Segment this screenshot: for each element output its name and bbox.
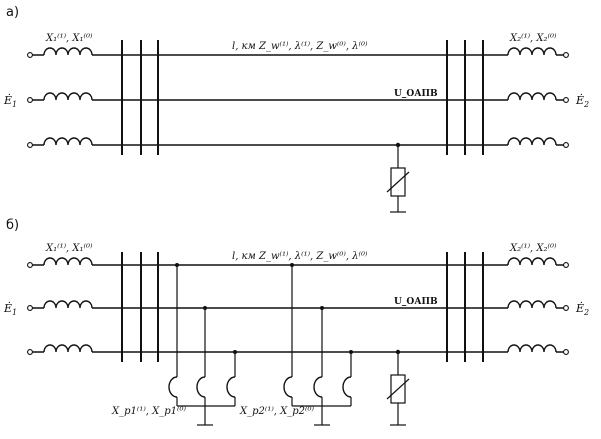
reactor-group-2 bbox=[283, 263, 353, 426]
terminal-left-c bbox=[27, 349, 33, 355]
panel-a: а) bbox=[3, 5, 589, 213]
x2-label: X₂⁽¹⁾, X₂⁽⁰⁾ bbox=[509, 33, 557, 44]
inductor-left-a bbox=[43, 256, 93, 268]
inductor-right-a bbox=[507, 256, 557, 268]
reactor-group-1 bbox=[168, 263, 237, 426]
terminal-right-c bbox=[563, 142, 569, 148]
inductor-right-b bbox=[507, 91, 557, 103]
inductor-right-a bbox=[507, 46, 557, 58]
terminal-right-a bbox=[563, 52, 569, 58]
breaker-bars-right bbox=[446, 40, 484, 155]
source-e2-label: Ė2 bbox=[575, 93, 589, 109]
arrester-a bbox=[386, 142, 410, 213]
inductor-right-c bbox=[507, 343, 557, 355]
inductor-left-b bbox=[43, 91, 93, 103]
terminal-left-c bbox=[27, 142, 33, 148]
u-oapv-label: U_ОАПВ bbox=[394, 297, 438, 307]
inductor-right-b bbox=[507, 299, 557, 311]
line-params-label: l, км Z_w⁽¹⁾, λ⁽¹⁾, Z_w⁽⁰⁾, λ⁽⁰⁾ bbox=[232, 41, 368, 52]
breaker-bars-right bbox=[446, 252, 484, 362]
panel-b: б) bbox=[3, 218, 589, 426]
source-e2-label: Ė2 bbox=[575, 301, 589, 317]
terminal-right-b bbox=[563, 305, 569, 311]
u-oapv-label: U_ОАПВ bbox=[394, 89, 438, 99]
terminal-right-c bbox=[563, 349, 569, 355]
source-e1-label: Ė1 bbox=[3, 301, 17, 317]
x2-label: X₂⁽¹⁾, X₂⁽⁰⁾ bbox=[509, 243, 557, 254]
xp2-label: X_p2⁽¹⁾, X_p2⁽⁰⁾ bbox=[239, 406, 315, 417]
arrester-b bbox=[386, 349, 410, 426]
terminal-right-a bbox=[563, 262, 569, 268]
x1-label: X₁⁽¹⁾, X₁⁽⁰⁾ bbox=[45, 33, 93, 44]
inductor-right-c bbox=[507, 136, 557, 148]
panel-a-label: а) bbox=[6, 5, 19, 20]
terminal-right-b bbox=[563, 97, 569, 103]
terminal-left-a bbox=[27, 52, 33, 58]
inductor-left-a bbox=[43, 46, 93, 58]
breaker-bars-left bbox=[121, 40, 159, 155]
inductor-left-b bbox=[43, 299, 93, 311]
terminal-left-b bbox=[27, 305, 33, 311]
line-params-label: l, км Z_w⁽¹⁾, λ⁽¹⁾, Z_w⁽⁰⁾, λ⁽⁰⁾ bbox=[232, 251, 368, 262]
xp1-label: X_p1⁽¹⁾, X_p1⁽⁰⁾ bbox=[111, 406, 187, 417]
breaker-bars-left bbox=[121, 252, 159, 362]
terminal-left-b bbox=[27, 97, 33, 103]
inductor-left-c bbox=[43, 343, 93, 355]
source-e1-label: Ė1 bbox=[3, 93, 17, 109]
inductor-left-c bbox=[43, 136, 93, 148]
x1-label: X₁⁽¹⁾, X₁⁽⁰⁾ bbox=[45, 243, 93, 254]
terminal-left-a bbox=[27, 262, 33, 268]
panel-b-label: б) bbox=[6, 218, 19, 233]
